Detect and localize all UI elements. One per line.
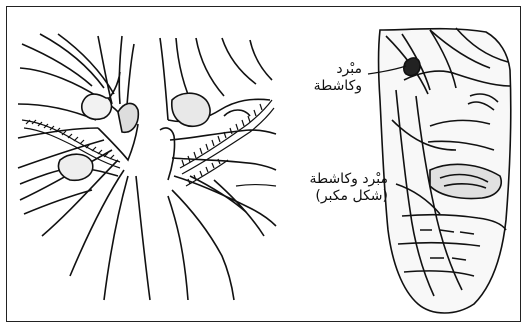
wing-left-half	[18, 34, 150, 300]
label-file-scraper-mid: مبْرد وكاشطة (شكل مكبر)	[272, 171, 388, 205]
wing-right-half	[160, 38, 276, 300]
label-top-line1: مبْرد	[288, 61, 362, 78]
label-mid-line2: (شكل مكبر)	[272, 188, 388, 205]
wing-whole	[379, 28, 511, 313]
label-mid-line1: مبْرد وكاشطة	[272, 171, 388, 188]
leader-line-mid	[236, 185, 276, 187]
label-file-scraper-top: مبْرد وكاشطة	[288, 61, 362, 95]
label-top-line2: وكاشطة	[288, 78, 362, 95]
